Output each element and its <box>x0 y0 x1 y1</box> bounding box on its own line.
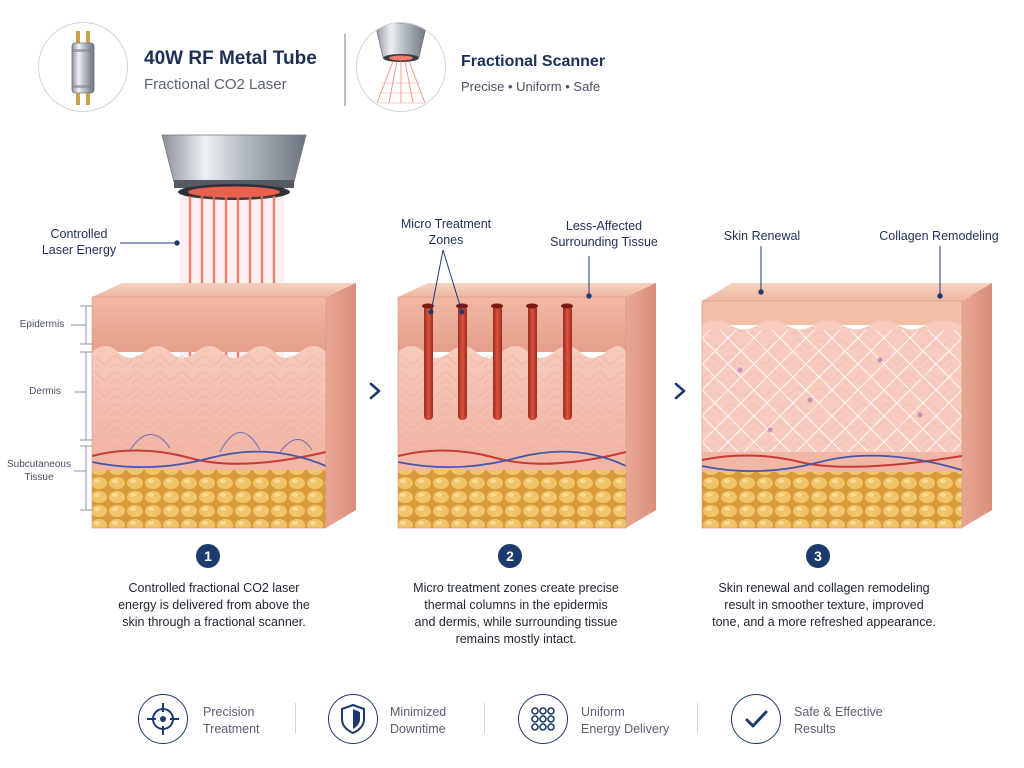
callout-micro-zones: Micro Treatment Zones <box>400 217 492 247</box>
step-description-2: Micro treatment zones create precise the… <box>413 581 619 646</box>
shield-icon <box>341 703 365 735</box>
feature-divider-1 <box>295 703 296 733</box>
step-number-1: 1 <box>196 544 220 568</box>
scanner-head-icon <box>374 23 428 104</box>
feature-label-downtime: Minimized Downtime <box>390 705 447 736</box>
thermal-columns <box>422 303 573 420</box>
scanner-title: Fractional Scanner <box>461 53 606 70</box>
feature-safe <box>731 694 781 744</box>
tube-title: 40W RF Metal Tube <box>144 48 317 69</box>
header-divider <box>344 34 346 106</box>
layer-label-epidermis: Epidermis <box>19 319 65 330</box>
step-number-2: 2 <box>498 544 522 568</box>
skin-block-3 <box>701 283 992 529</box>
layer-label-dermis: Dermis <box>29 386 61 397</box>
feature-label-uniform: Uniform Energy Delivery <box>581 705 670 736</box>
checkmark-icon <box>745 710 768 728</box>
crosshair-icon <box>147 703 179 735</box>
arrow-step-2-to-3 <box>674 382 686 400</box>
callout-collagen: Collagen Remodeling <box>879 229 999 243</box>
arrow-step-1-to-2 <box>369 382 381 400</box>
scanner-subtitle: Precise • Uniform • Safe <box>461 79 601 94</box>
skin-block-1 <box>91 283 356 529</box>
metal-tube-icon <box>71 31 95 105</box>
callout-skin-renewal: Skin Renewal <box>723 229 801 243</box>
feature-uniform <box>518 694 568 744</box>
dot-grid-icon <box>531 707 555 731</box>
layer-label-subcutaneous: Subcutaneous Tissue <box>7 459 71 483</box>
step-description-3: Skin renewal and collagen remodeling res… <box>712 581 936 629</box>
feature-precision <box>138 694 188 744</box>
skin-block-2 <box>397 283 656 529</box>
feature-label-safe: Safe & Effective Results <box>794 705 883 736</box>
callout-laser-energy: Controlled Laser Energy <box>41 227 117 257</box>
feature-label-precision: Precision Treatment <box>203 705 260 736</box>
tube-subtitle: Fractional CO2 Laser <box>144 76 287 93</box>
step-number-3: 3 <box>806 544 830 568</box>
callout-surrounding-tissue: Less-Affected Surrounding Tissue <box>550 219 658 249</box>
laser-handpiece <box>161 134 307 200</box>
metal-tube-badge <box>38 22 128 112</box>
feature-downtime <box>328 694 378 744</box>
scanner-badge <box>356 22 446 112</box>
step-description-1: Controlled fractional CO2 laser energy i… <box>118 581 310 629</box>
feature-divider-2 <box>484 703 485 733</box>
feature-divider-3 <box>697 703 698 733</box>
